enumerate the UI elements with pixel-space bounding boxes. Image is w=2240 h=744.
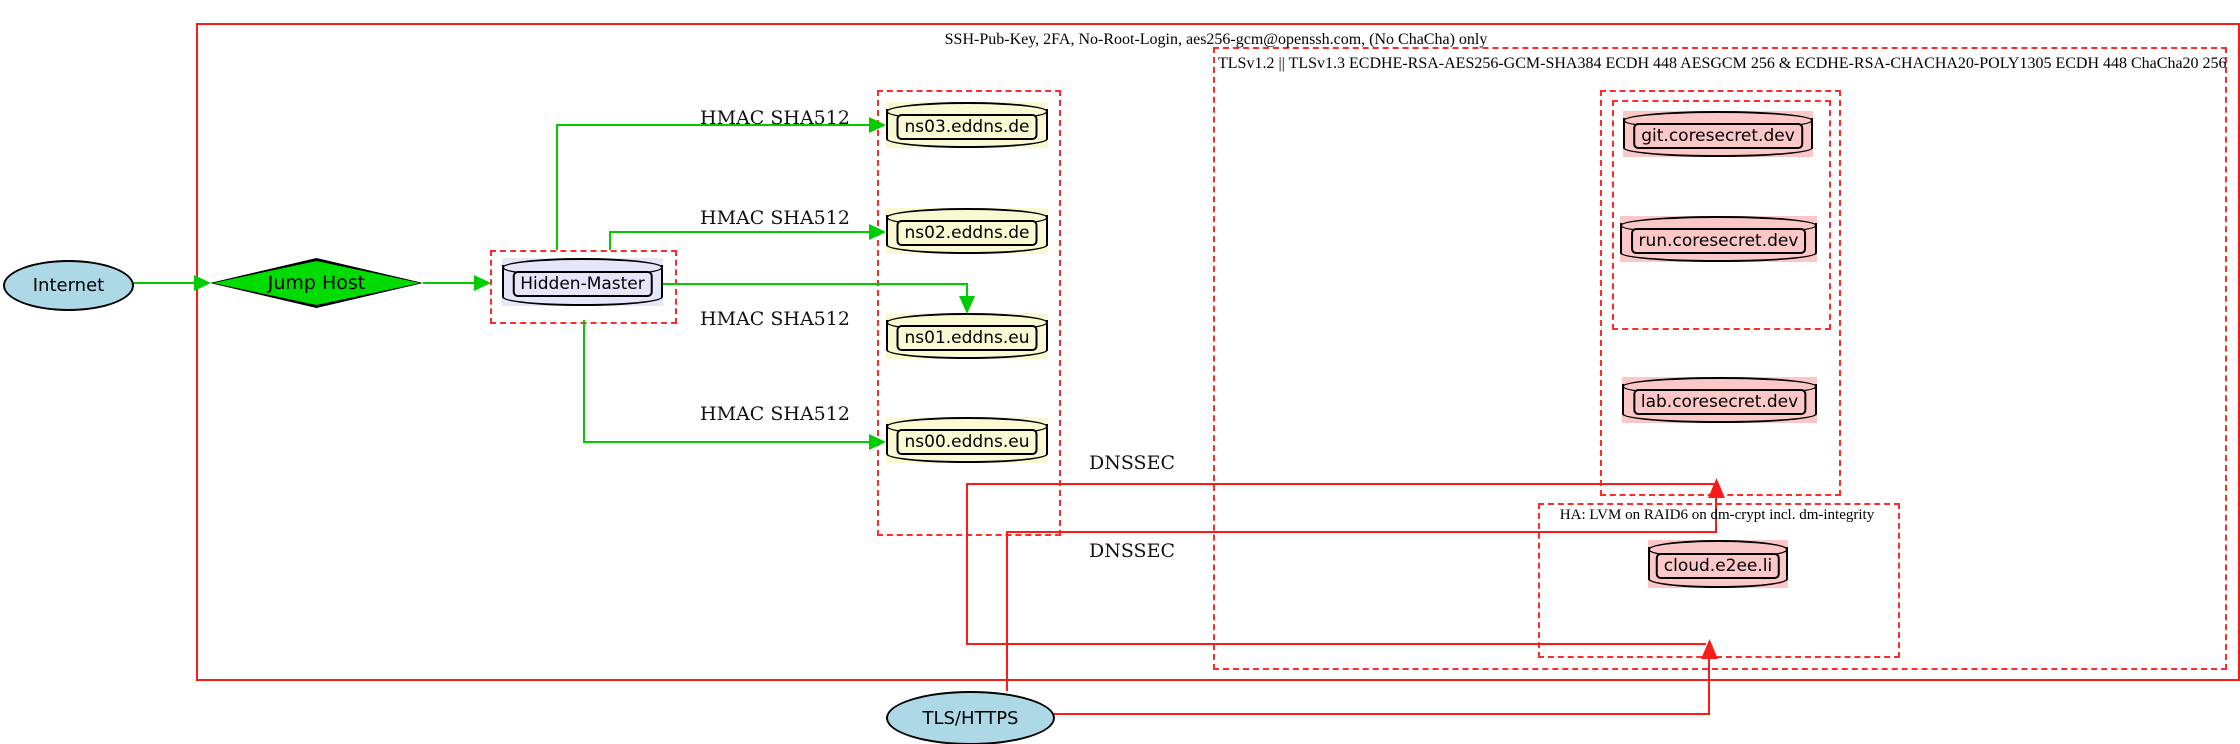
edge-hm-ns01-horizontal [663, 283, 968, 285]
edge-hm-ns03-horizontal [556, 124, 871, 126]
cluster-ssh-label: SSH-Pub-Key, 2FA, No-Root-Login, aes256-… [944, 31, 1488, 48]
edge-ha-entry-vertical [1708, 657, 1710, 715]
node-tls-https: TLS/HTTPS [886, 691, 1055, 744]
edge-hm-ns01-vertical [966, 283, 968, 297]
cluster-ssh-box [196, 23, 2240, 681]
edge-tlshttps-right-horizontal [1051, 713, 1709, 715]
node-hidden-master-label: Hidden-Master [512, 270, 653, 297]
edge-hm-ns02-horizontal [609, 231, 871, 233]
node-hidden-master: Hidden-Master [502, 258, 663, 306]
node-git: git.coresecret.dev [1623, 111, 1813, 157]
edge-jumphost-hiddenmaster [423, 282, 476, 284]
node-jump-host-label: Jump Host [267, 272, 366, 294]
node-ns03: ns03.eddns.de [886, 102, 1048, 148]
node-lab-label: lab.coresecret.dev [1632, 388, 1807, 415]
edge-tlshttps-up-vertical [1006, 531, 1008, 691]
cluster-ha-box [1538, 503, 1900, 658]
node-ns03-label: ns03.eddns.de [896, 113, 1038, 140]
node-internet: Internet [3, 260, 134, 311]
edge-label-hmac-ns00: HMAC SHA512 [700, 403, 850, 425]
node-run: run.coresecret.dev [1620, 216, 1817, 262]
edge-dnssec1-horizontal [966, 483, 1717, 485]
node-git-label: git.coresecret.dev [1633, 122, 1803, 149]
node-ns02: ns02.eddns.de [886, 208, 1048, 254]
edge-dnssec2-horizontal [966, 643, 1706, 645]
edge-dns-vertical [966, 483, 968, 645]
edge-label-hmac-ns03: HMAC SHA512 [700, 107, 850, 129]
cluster-tls-label: TLSv1.2 || TLSv1.3 ECDHE-RSA-AES256-GCM-… [1218, 55, 2227, 72]
edge-label-hmac-ns02: HMAC SHA512 [700, 207, 850, 229]
cluster-dns-box [877, 90, 1061, 536]
edge-label-dnssec-1: DNSSEC [1089, 452, 1175, 474]
node-lab: lab.coresecret.dev [1622, 377, 1817, 423]
node-tls-https-label: TLS/HTTPS [922, 707, 1019, 729]
edge-internet-jumphost [130, 282, 196, 284]
node-ns02-label: ns02.eddns.de [896, 219, 1038, 246]
node-cloud-label: cloud.e2ee.li [1655, 552, 1781, 579]
node-ns00-label: ns00.eddns.eu [896, 428, 1038, 455]
node-ns01: ns01.eddns.eu [886, 313, 1048, 359]
edge-hm-ns03-vertical [556, 124, 558, 250]
edge-tlshttps-coresecret-horizontal [1006, 531, 1717, 533]
edge-coresecret-entry-vertical [1715, 497, 1717, 533]
node-run-label: run.coresecret.dev [1630, 227, 1807, 254]
node-ns00: ns00.eddns.eu [886, 417, 1048, 463]
node-ns01-label: ns01.eddns.eu [896, 324, 1038, 351]
edge-label-dnssec-2: DNSSEC [1089, 540, 1175, 562]
edge-label-hmac-ns01: HMAC SHA512 [700, 308, 850, 330]
cluster-gitrun-box [1612, 100, 1831, 330]
node-jump-host: Jump Host [210, 258, 423, 308]
node-internet-label: Internet [32, 275, 105, 296]
cluster-ha-label: HA: LVM on RAID6 on dm-crypt incl. dm-in… [1559, 507, 1875, 523]
edge-hm-ns00-horizontal [583, 441, 871, 443]
node-cloud: cloud.e2ee.li [1648, 540, 1788, 588]
edge-hm-ns02-vertical [609, 231, 611, 250]
cluster-tls-box [1213, 47, 2227, 670]
edge-hm-ns00-vertical [583, 320, 585, 442]
